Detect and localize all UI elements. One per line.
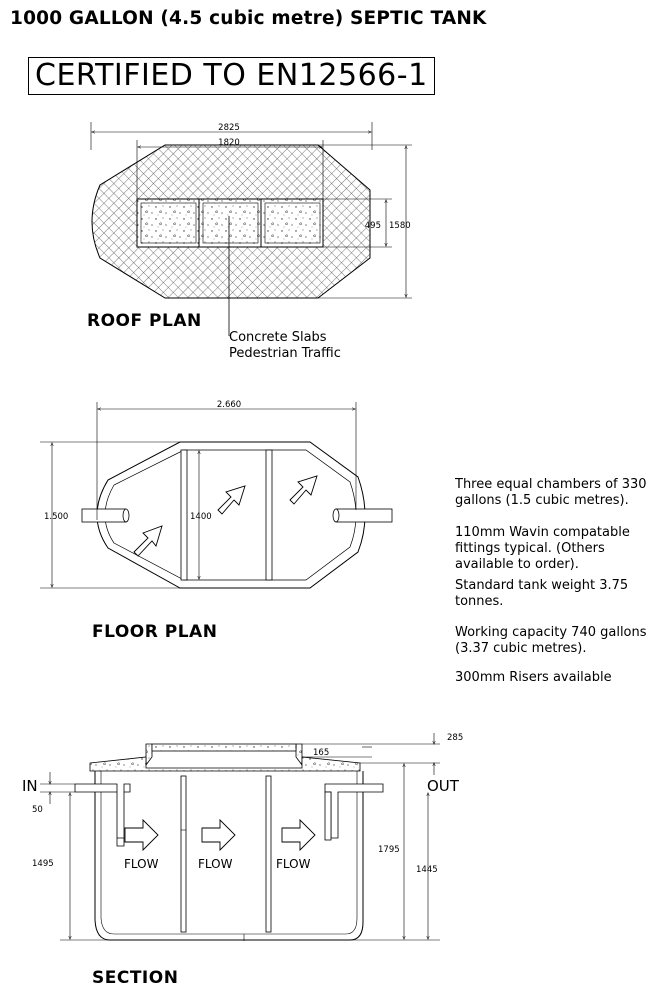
baffle-2 [265,775,272,933]
section-heading: SECTION [92,968,179,988]
dim-roof-495: 495 [365,221,381,231]
baffle-1 [180,775,187,933]
section-flow-arrow-2 [201,818,236,852]
note-weight: Standard tank weight 3.75 tonnes. [455,578,629,609]
flow-label-1: FLOW [124,857,159,871]
note-chambers: Three equal chambers of 330 gallons (1.5… [455,477,647,508]
roof-callout-line2: Pedestrian Traffic [229,346,341,361]
dim-roof-1820: 1820 [218,138,240,148]
floor-outer-shell [96,441,366,589]
roof-plan-heading: ROOF PLAN [87,311,202,331]
floor-plan: 2.660 1.500 1400 [40,400,393,589]
dim-section-285: 285 [447,733,463,743]
section-view: 285 165 50 1495 1795 1445 [32,733,463,941]
dim-roof-2825: 2825 [218,123,240,133]
concrete-slabs [136,198,324,248]
dim-floor-2660: 2.660 [217,400,241,410]
dim-section-165: 165 [313,748,329,758]
certification-box: CERTIFIED TO EN12566-1 [28,57,435,95]
roof-callout-line1: Concrete Slabs [229,330,327,345]
tank-body [94,771,364,941]
roof-plan: 2825 1820 495 1580 [90,122,412,336]
floor-flow-arrow-2 [217,485,246,515]
dim-section-50: 50 [32,805,43,815]
dim-section-1795: 1795 [378,845,400,855]
note-fittings: 110mm Wavin compatable fittings typical.… [455,525,630,572]
section-flow-arrow-1 [124,818,159,852]
flow-label-3: FLOW [276,857,311,871]
roof-slab [89,756,361,772]
floor-plan-heading: FLOOR PLAN [92,622,218,642]
dim-section-1495: 1495 [32,859,54,869]
page-title: 1000 GALLON (4.5 cubic metre) SEPTIC TAN… [10,8,487,29]
dim-section-1445: 1445 [416,865,438,875]
note-capacity: Working capacity 740 gallons (3.37 cubic… [455,625,647,656]
dim-floor-1400: 1400 [190,512,212,522]
floor-inner-shell [104,449,357,581]
inlet-pipe [74,783,131,847]
outlet-pipe [324,783,384,839]
note-risers: 300mm Risers available [455,670,612,685]
dim-roof-1580: 1580 [389,221,411,231]
cover-slab [151,743,297,752]
dim-floor-1500: 1.500 [44,512,68,522]
inlet-label: IN [22,777,38,795]
floor-flow-arrow-3 [289,475,318,505]
flow-label-2: FLOW [198,857,233,871]
riser-frame [145,743,153,767]
section-flow-arrow-3 [281,818,316,852]
floor-flow-arrow-1 [133,525,163,557]
outlet-label: OUT [427,777,459,795]
